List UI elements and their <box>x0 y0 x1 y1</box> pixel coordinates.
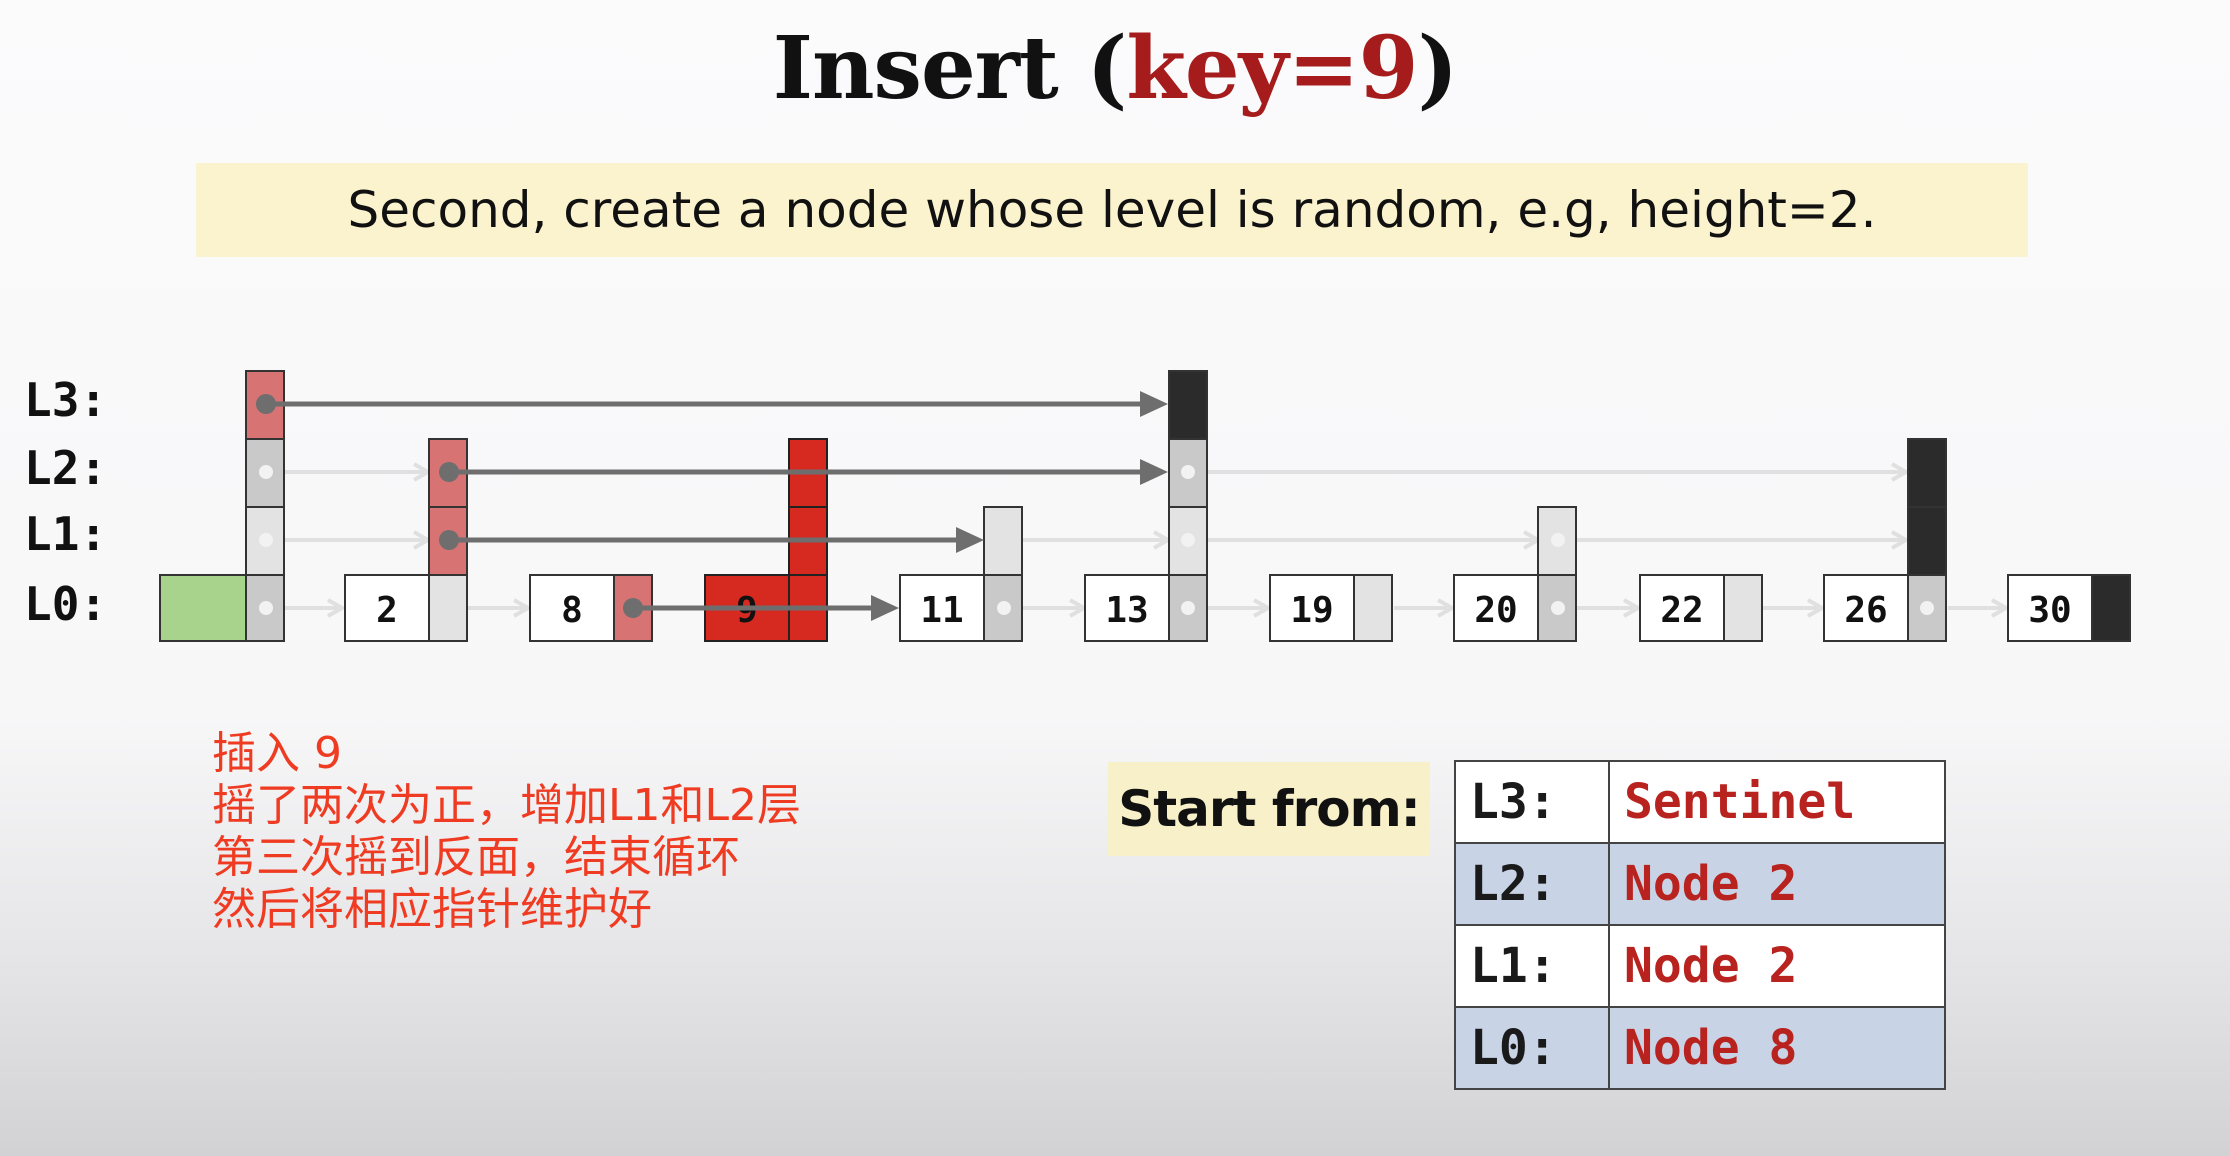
note-line: 插入 9 <box>212 728 342 779</box>
node-l2-cell <box>1907 438 1947 508</box>
node-key-label: 11 <box>920 590 963 631</box>
faint-arrowhead <box>1991 598 2011 618</box>
faint-arrowhead <box>1623 598 1643 618</box>
node-key-cell <box>1639 574 1725 642</box>
node-l3-cell <box>1168 370 1208 440</box>
start-level: L1: <box>1454 924 1610 1008</box>
node-l1-cell <box>1907 506 1947 576</box>
node-key-cell <box>529 574 615 642</box>
node-key-label: 22 <box>1660 590 1703 631</box>
note-line: 然后将相应指针维护好 <box>212 884 652 935</box>
node-26 <box>1823 438 1947 642</box>
node-13 <box>1084 370 1208 642</box>
faint-arrowhead <box>1437 598 1457 618</box>
faint-arrowhead <box>1253 598 1273 618</box>
start-level: L3: <box>1454 760 1610 844</box>
start-value: Node 8 <box>1608 1006 1946 1090</box>
node-l0-cell <box>2091 574 2131 642</box>
node-key-label: 2 <box>376 590 398 631</box>
start-row-l0: L0: Node 8 <box>1454 1006 1946 1090</box>
level-label-l2: L2: <box>24 441 107 495</box>
pointer-dot <box>259 465 273 479</box>
node-key-cell <box>1084 574 1170 642</box>
head-key-cell <box>159 574 247 642</box>
bold-arrowhead <box>871 595 899 621</box>
note-line: 第三次摇到反面，结束循环 <box>212 832 740 883</box>
node-19 <box>1269 574 1393 642</box>
pointer-dot <box>1551 533 1565 547</box>
level-label-l0: L0: <box>24 577 107 631</box>
sentinel-head-node <box>159 370 285 642</box>
level-label-l1: L1: <box>24 507 107 561</box>
start-from-label: Start from: <box>1108 762 1430 856</box>
start-row-l2: L2: Node 2 <box>1454 842 1946 926</box>
page-title: Insert (key=9) <box>0 18 2230 119</box>
node-key-label: 19 <box>1290 590 1333 631</box>
subtitle-banner: Second, create a node whose level is ran… <box>196 163 2028 257</box>
annotation-note: 插入 9 摇了两次为正，增加L1和L2层 第三次摇到反面，结束循环 然后将相应指… <box>212 728 801 936</box>
pointer-dot <box>1181 465 1195 479</box>
head-l0-cell <box>245 574 285 642</box>
pointer-dot <box>439 462 459 482</box>
start-level: L0: <box>1454 1006 1610 1090</box>
node-key-label: 8 <box>561 590 583 631</box>
node-key-label: 13 <box>1105 590 1148 631</box>
node-l0-cell <box>1353 574 1393 642</box>
start-level: L2: <box>1454 842 1610 926</box>
note-line: 摇了两次为正，增加L1和L2层 <box>212 780 802 831</box>
start-value: Node 2 <box>1608 924 1946 1008</box>
pointer-dot <box>439 530 459 550</box>
pointer-dot <box>256 394 276 414</box>
node-key-label: 26 <box>1844 590 1887 631</box>
node-l1-cell <box>983 506 1023 576</box>
start-row-l1: L1: Node 2 <box>1454 924 1946 1008</box>
pointer-dot <box>623 598 643 618</box>
pointer-dot <box>259 601 273 615</box>
pointer-dot <box>1181 533 1195 547</box>
node-11 <box>899 506 1023 642</box>
start-row-l3: L3: Sentinel <box>1454 760 1946 844</box>
node-key-cell <box>1823 574 1909 642</box>
start-value: Sentinel <box>1608 760 1946 844</box>
node-l0-cell <box>1723 574 1763 642</box>
title-prefix: Insert ( <box>772 18 1128 119</box>
faint-arrowhead <box>327 598 347 618</box>
skip-list-diagram: L3: L2: L1: L0: <box>24 370 2131 642</box>
bold-arrowhead <box>1140 459 1168 485</box>
bold-arrowhead <box>1140 391 1168 417</box>
faint-arrowhead <box>1891 462 1911 482</box>
node-key-cell <box>899 574 985 642</box>
pointer-dot <box>1551 601 1565 615</box>
bold-arrowhead <box>956 527 984 553</box>
faint-arrowhead <box>1807 598 1827 618</box>
node-key-label: 30 <box>2028 590 2071 631</box>
faint-arrowhead <box>513 598 533 618</box>
pointer-dot <box>997 601 1011 615</box>
node-22 <box>1639 574 1763 642</box>
title-suffix: ) <box>1417 18 1459 119</box>
pointer-dot <box>1920 601 1934 615</box>
node-key-label: 20 <box>1474 590 1517 631</box>
start-from-table: L3: Sentinel L2: Node 2 L1: Node 2 L0: N… <box>1454 760 1946 1090</box>
level-label-l3: L3: <box>24 373 107 427</box>
title-key: key=9 <box>1126 18 1418 119</box>
node-30 <box>2007 574 2131 642</box>
pointer-dot <box>259 533 273 547</box>
node-l0-cell <box>428 574 468 642</box>
faint-arrowhead <box>1891 530 1911 550</box>
start-value: Node 2 <box>1608 842 1946 926</box>
pointer-dot <box>1181 601 1195 615</box>
